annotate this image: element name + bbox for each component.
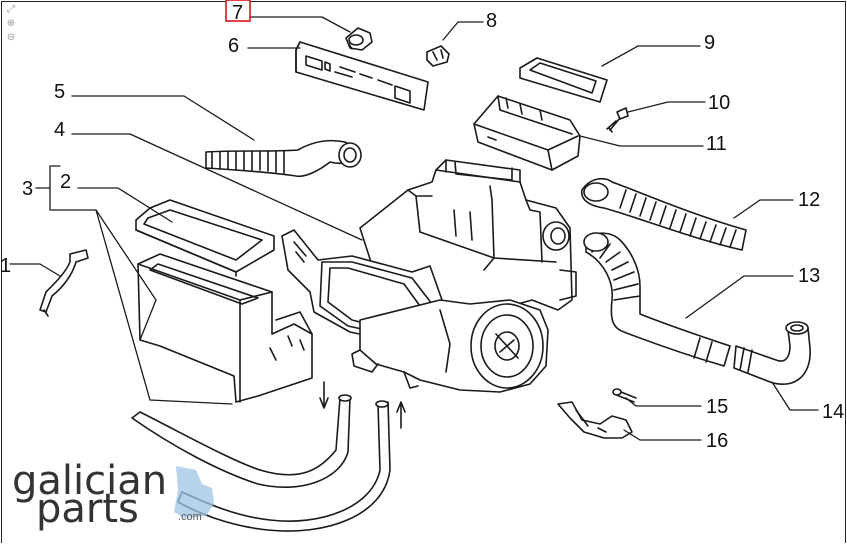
callout-15[interactable]: 15	[706, 396, 728, 418]
watermark-line2: parts	[36, 486, 139, 532]
part-pipe-right[interactable]	[177, 400, 391, 532]
selected-callout-highlight	[225, 0, 251, 22]
leader-lines	[9, 16, 819, 441]
zoom-toolbar: ⤢ ⊕ ⊖	[5, 4, 19, 46]
part-knob[interactable]	[345, 27, 373, 51]
callout-9[interactable]: 9	[704, 32, 715, 54]
flow-arrow-down	[319, 381, 329, 409]
callout-12[interactable]: 12	[798, 189, 820, 211]
part-corrugated-hose[interactable]	[205, 139, 362, 178]
callout-4[interactable]: 4	[54, 119, 65, 141]
callout-2[interactable]: 2	[60, 171, 71, 193]
zoom-in-icon[interactable]: ⊕	[6, 18, 16, 29]
part-pipe-left[interactable]	[131, 394, 352, 488]
callout-6[interactable]: 6	[228, 35, 239, 57]
part-gasket[interactable]	[135, 199, 275, 277]
part-heater-box[interactable]	[281, 159, 577, 393]
galicia-map-shape	[174, 466, 214, 518]
callout-1[interactable]: 1	[0, 255, 11, 277]
callout-14[interactable]: 14	[822, 401, 844, 423]
watermark-logo: galician parts .com	[12, 458, 214, 532]
callout-3[interactable]: 3	[22, 178, 33, 200]
callout-7[interactable]: 7	[232, 2, 243, 24]
zoom-out-icon[interactable]: ⊖	[6, 32, 16, 43]
part-screw-10[interactable]	[606, 107, 629, 133]
watermark-line1: galician	[12, 458, 167, 504]
part-control-panel[interactable]	[295, 41, 429, 111]
part-seal-frame[interactable]	[519, 57, 608, 103]
part-screw-15[interactable]	[612, 388, 637, 403]
part-hose-13[interactable]	[583, 232, 731, 367]
callout-13[interactable]: 13	[798, 265, 820, 287]
callout-5[interactable]: 5	[54, 81, 65, 103]
part-corrugated-hose-right[interactable]	[580, 177, 747, 251]
part-lower-housing[interactable]	[137, 253, 313, 403]
fit-icon[interactable]: ⤢	[7, 4, 15, 15]
callout-10[interactable]: 10	[708, 92, 730, 114]
watermark-suffix: .com	[178, 511, 202, 523]
flow-arrow-up	[396, 401, 406, 429]
callout-11[interactable]: 11	[706, 133, 727, 155]
part-bracket[interactable]	[557, 401, 633, 439]
part-air-duct[interactable]	[473, 95, 581, 171]
callout-8[interactable]: 8	[486, 10, 497, 32]
part-clip[interactable]	[426, 45, 450, 67]
callout-16[interactable]: 16	[706, 430, 728, 452]
part-elbow-pipe[interactable]	[733, 321, 811, 385]
part-drain-tube[interactable]	[39, 249, 89, 317]
